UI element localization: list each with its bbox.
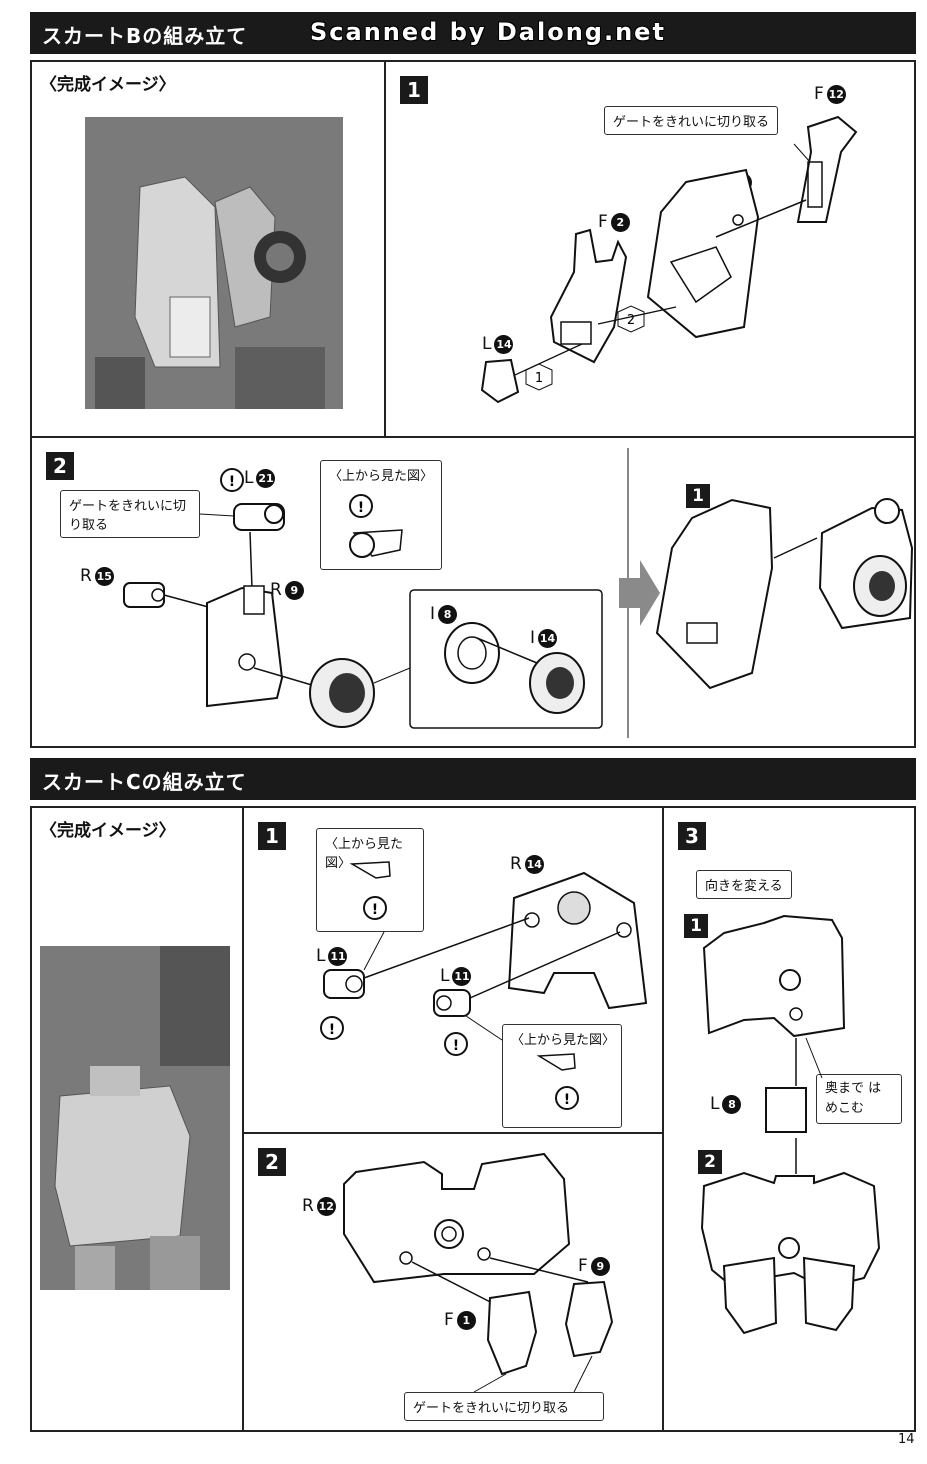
top-view-label: 〈上から見た図〉 (325, 837, 404, 871)
section-b-completed-panel: 〈完成イメージ〉 (30, 60, 386, 438)
svg-text:1: 1 (535, 371, 543, 386)
step3-part-diagram (700, 914, 881, 1335)
gate-cut-note: ゲートをきれいに切り取る (404, 1392, 604, 1421)
step-number: 2 (258, 1148, 286, 1176)
svg-text:!: ! (358, 500, 364, 516)
section-c-title: スカートCの組み立て (42, 770, 247, 794)
svg-text:!: ! (564, 1092, 570, 1108)
step-number: 1 (400, 76, 428, 104)
section-b-title: スカートBの組み立て (42, 24, 248, 48)
svg-text:!: ! (453, 1038, 459, 1054)
completed-photo-skirt-c (40, 946, 230, 1290)
top-view-label: 〈上から見た図〉 (511, 1033, 616, 1048)
gate-cut-note: ゲートをきれいに切り取る (60, 490, 200, 538)
step-ref-number-2: 2 (698, 1150, 722, 1174)
completed-photo-skirt-b (85, 117, 343, 409)
section-b-header: スカートBの組み立て Scanned by Dalong.net (30, 12, 916, 54)
gate-cut-note: ゲートをきれいに切り取る (604, 106, 779, 135)
svg-text:!: ! (329, 1022, 335, 1038)
skirt-b-photo-illustration (85, 117, 343, 409)
svg-text:!: ! (229, 474, 235, 490)
step-number: 2 (46, 452, 74, 480)
step-ref-number: 1 (686, 484, 710, 508)
skirt-c-photo-illustration (40, 946, 230, 1290)
section-c-completed-panel: 〈完成イメージ〉 (30, 806, 244, 1432)
page-number: 14 (898, 1432, 915, 1447)
watermark: Scanned by Dalong.net (310, 18, 666, 46)
push-in-note: 奥まで はめこむ (816, 1074, 902, 1124)
completed-image-label: 〈完成イメージ〉 (40, 75, 176, 95)
step1-part-diagram: ! ! ! ! (320, 861, 648, 1110)
svg-text:!: ! (372, 902, 378, 918)
step2-part-diagram (343, 1152, 614, 1393)
svg-text:2: 2 (627, 313, 635, 328)
step-number: 1 (258, 822, 286, 850)
step1-part-diagram: 2 1 (480, 115, 858, 404)
completed-image-label: 〈完成イメージ〉 (40, 821, 176, 841)
section-c-header: スカートCの組み立て (30, 758, 916, 800)
step2-part-diagram: ! ! (123, 448, 914, 738)
step-ref-number-1: 1 (684, 914, 708, 938)
rotate-note: 向きを変える (696, 870, 792, 899)
section-b-step1-panel: 1 ゲートをきれいに切り取る F12 R23 F2 L14 2 1 (384, 60, 916, 438)
top-view-box-b: 〈上から見た図〉 (502, 1024, 622, 1128)
step-number: 3 (678, 822, 706, 850)
top-view-label: 〈上から見た図〉 (329, 469, 434, 484)
